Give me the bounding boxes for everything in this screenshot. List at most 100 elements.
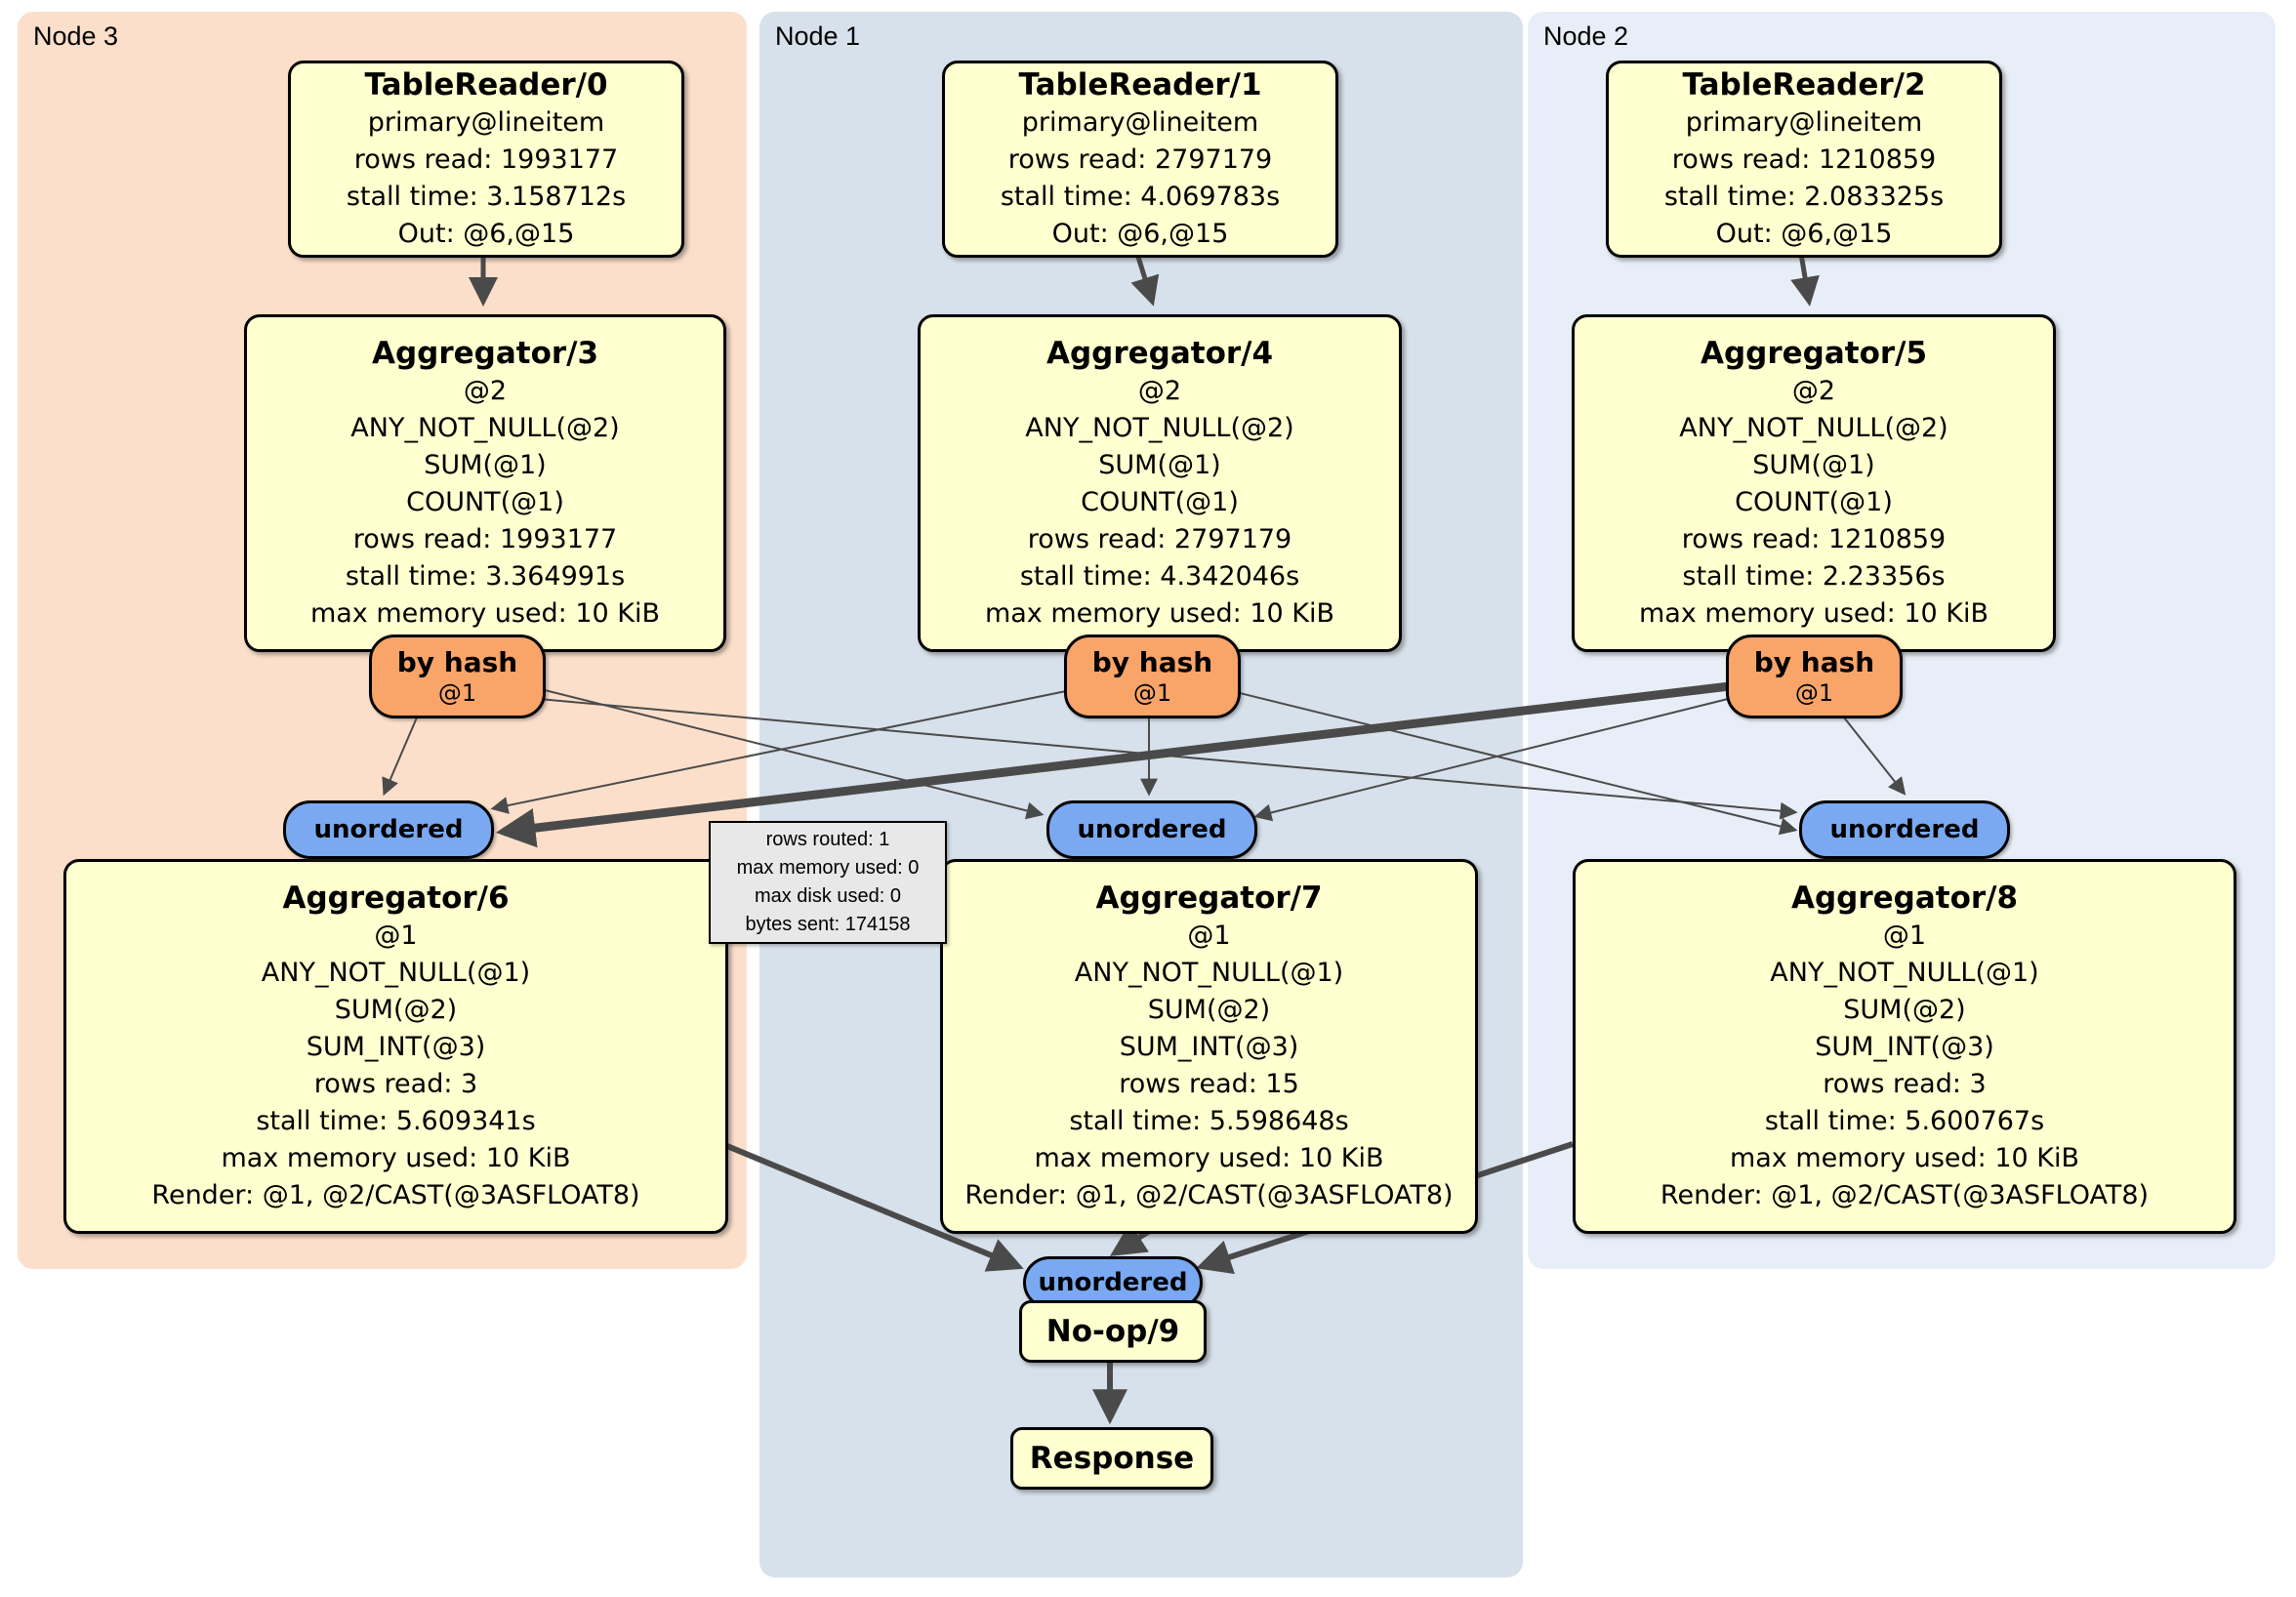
processor-detail: max memory used: 10 KiB — [309, 598, 661, 629]
router-by-hash-node2[interactable]: by hash @1 — [1726, 635, 1903, 718]
processor-title: TableReader/1 — [1018, 67, 1262, 102]
processor-detail: @2 — [1791, 376, 1836, 406]
processor-aggregator-5[interactable]: Aggregator/5 @2 ANY_NOT_NULL(@2) SUM(@1)… — [1572, 314, 2056, 652]
processor-detail: max memory used: 10 KiB — [221, 1143, 571, 1173]
processor-title: Aggregator/7 — [1095, 880, 1323, 916]
router-key: @1 — [1132, 679, 1172, 707]
edge-tr2-agg5[interactable] — [1790, 253, 1820, 307]
processor-title: TableReader/0 — [364, 67, 608, 102]
edge-tr1-agg4[interactable] — [1130, 253, 1160, 307]
processor-title: No-op/9 — [1046, 1314, 1180, 1349]
processor-detail: stall time: 4.342046s — [1019, 561, 1300, 592]
processor-title: Response — [1029, 1441, 1195, 1476]
edge-hash1-sync0[interactable] — [490, 690, 1067, 814]
processor-aggregator-8[interactable]: Aggregator/8 @1 ANY_NOT_NULL(@1) SUM(@2)… — [1573, 859, 2236, 1234]
processor-detail: COUNT(@1) — [406, 487, 564, 517]
router-label: by hash — [1091, 646, 1213, 678]
processor-detail: stall time: 5.609341s — [256, 1106, 536, 1136]
processor-detail: ANY_NOT_NULL(@1) — [1074, 958, 1344, 988]
tooltip-line: max disk used: 0 — [754, 885, 902, 907]
region-node-1-label: Node 1 — [775, 21, 861, 51]
processor-detail: SUM(@1) — [424, 450, 547, 480]
processor-detail: ANY_NOT_NULL(@1) — [1770, 958, 2039, 988]
tooltip-line: max memory used: 0 — [736, 857, 920, 879]
processor-detail: max memory used: 10 KiB — [1034, 1143, 1384, 1173]
processor-detail: primary@lineitem — [367, 107, 605, 138]
processor-detail: max memory used: 10 KiB — [984, 598, 1335, 629]
processor-detail: rows read: 3 — [313, 1069, 478, 1099]
processor-detail: stall time: 3.364991s — [345, 561, 626, 592]
processor-aggregator-3[interactable]: Aggregator/3 @2 ANY_NOT_NULL(@2) SUM(@1)… — [244, 314, 726, 652]
processor-noop-9[interactable]: No-op/9 — [1019, 1300, 1207, 1363]
sync-unordered-node1[interactable]: unordered — [1046, 800, 1257, 859]
processor-detail: stall time: 3.158712s — [346, 182, 627, 212]
processor-detail: stall time: 4.069783s — [1000, 182, 1281, 212]
processor-aggregator-4[interactable]: Aggregator/4 @2 ANY_NOT_NULL(@2) SUM(@1)… — [918, 314, 1402, 652]
processor-detail: stall time: 5.598648s — [1069, 1106, 1349, 1136]
processor-detail: rows read: 1210859 — [1671, 144, 1937, 175]
processor-detail: Render: @1, @2/CAST(@3ASFLOAT8) — [964, 1180, 1454, 1210]
processor-detail: ANY_NOT_NULL(@2) — [350, 413, 620, 443]
processor-detail: primary@lineitem — [1685, 107, 1923, 138]
router-by-hash-node3[interactable]: by hash @1 — [369, 635, 546, 718]
processor-detail: @2 — [1137, 376, 1182, 406]
processor-detail: ANY_NOT_NULL(@1) — [261, 958, 531, 988]
edge-hash2-sync0-highlighted[interactable] — [495, 681, 1731, 848]
router-by-hash-node1[interactable]: by hash @1 — [1064, 635, 1241, 718]
processor-detail: stall time: 2.083325s — [1663, 182, 1945, 212]
edge-hash2-sync2[interactable] — [1839, 712, 1906, 796]
processor-aggregator-7[interactable]: Aggregator/7 @1 ANY_NOT_NULL(@1) SUM(@2)… — [940, 859, 1478, 1234]
response-node[interactable]: Response — [1010, 1427, 1213, 1490]
edge-hash2-sync1[interactable] — [1253, 698, 1729, 822]
processor-detail: rows read: 2797179 — [1007, 144, 1273, 175]
processor-detail: rows read: 1993177 — [353, 144, 619, 175]
processor-detail: Out: @6,@15 — [1715, 219, 1893, 249]
sync-label: unordered — [1038, 1268, 1188, 1297]
processor-detail: @2 — [463, 376, 508, 406]
processor-detail: Out: @6,@15 — [1051, 219, 1229, 249]
processor-detail: SUM(@2) — [334, 995, 458, 1025]
processor-tablereader-1[interactable]: TableReader/1 primary@lineitem rows read… — [942, 61, 1338, 258]
processor-detail: SUM_INT(@3) — [306, 1032, 486, 1062]
router-label: by hash — [1753, 646, 1875, 678]
processor-detail: SUM(@2) — [1843, 995, 1966, 1025]
edge-hash0-sync0[interactable] — [382, 710, 421, 797]
tooltip-line: rows routed: 1 — [765, 829, 890, 850]
sync-unordered-node2[interactable]: unordered — [1799, 800, 2010, 859]
processor-detail: primary@lineitem — [1021, 107, 1259, 138]
processor-detail: COUNT(@1) — [1735, 487, 1893, 517]
processor-title: Aggregator/3 — [371, 336, 599, 371]
processor-detail: max memory used: 10 KiB — [1729, 1143, 2080, 1173]
processor-detail: ANY_NOT_NULL(@2) — [1679, 413, 1948, 443]
processor-detail: SUM_INT(@3) — [1119, 1032, 1299, 1062]
edge-hash1-sync2[interactable] — [1231, 690, 1798, 836]
edge-hash0-sync1[interactable] — [536, 687, 1045, 820]
processor-detail: SUM_INT(@3) — [1815, 1032, 1994, 1062]
sync-unordered-node3[interactable]: unordered — [283, 800, 494, 859]
tooltip-line: bytes sent: 174158 — [745, 914, 911, 935]
processor-detail: rows read: 2797179 — [1027, 524, 1292, 554]
router-key: @1 — [1794, 679, 1834, 707]
processor-aggregator-6[interactable]: Aggregator/6 @1 ANY_NOT_NULL(@1) SUM(@2)… — [63, 859, 728, 1234]
processor-detail: Render: @1, @2/CAST(@3ASFLOAT8) — [151, 1180, 640, 1210]
processor-tablereader-0[interactable]: TableReader/0 primary@lineitem rows read… — [288, 61, 684, 258]
processor-detail: @1 — [1187, 921, 1231, 951]
stream-stats-tooltip: rows routed: 1 max memory used: 0 max di… — [709, 821, 947, 944]
processor-detail: SUM(@2) — [1147, 995, 1271, 1025]
sync-label: unordered — [1077, 815, 1227, 844]
processor-title: TableReader/2 — [1682, 67, 1926, 102]
processor-tablereader-2[interactable]: TableReader/2 primary@lineitem rows read… — [1606, 61, 2002, 258]
processor-title: Aggregator/5 — [1700, 336, 1928, 371]
router-key: @1 — [437, 679, 477, 707]
processor-detail: max memory used: 10 KiB — [1638, 598, 1989, 629]
processor-detail: stall time: 5.600767s — [1764, 1106, 2045, 1136]
edge-agg6-sync3[interactable] — [720, 1141, 1024, 1272]
processor-detail: @1 — [1882, 921, 1927, 951]
processor-title: Aggregator/6 — [282, 880, 510, 916]
processor-detail: Render: @1, @2/CAST(@3ASFLOAT8) — [1660, 1180, 2150, 1210]
processor-detail: rows read: 3 — [1823, 1069, 1987, 1099]
processor-detail: SUM(@1) — [1098, 450, 1221, 480]
processor-detail: rows read: 1210859 — [1681, 524, 1947, 554]
